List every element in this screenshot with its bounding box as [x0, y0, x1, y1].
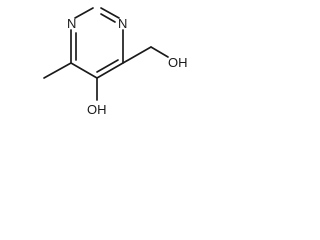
substituent-bonds: [43, 46, 169, 101]
ring-bonds: [70, 7, 124, 79]
bond-c2-n3-inner: [100, 13, 116, 23]
atom-n1-label: N: [67, 16, 76, 31]
bond-c4-ch2: [122, 46, 152, 64]
bond-c5-c6: [70, 62, 98, 79]
bond-c2-n3: [100, 7, 120, 19]
atom-chain-hydroxyl-label: OH: [168, 55, 188, 70]
atom-labels: N N OH OH: [67, 16, 188, 117]
bond-c6-methyl: [43, 62, 72, 79]
bond-c4-c5: [96, 62, 124, 79]
bond-c4-c5-inner: [96, 59, 119, 73]
chemical-structure: N N OH OH: [43, 7, 188, 117]
atom-ring-hydroxyl-label: OH: [87, 102, 107, 117]
atom-n3-label: N: [118, 16, 127, 31]
bond-n1-c2: [74, 7, 94, 19]
bond-ch2-oh: [150, 46, 169, 58]
